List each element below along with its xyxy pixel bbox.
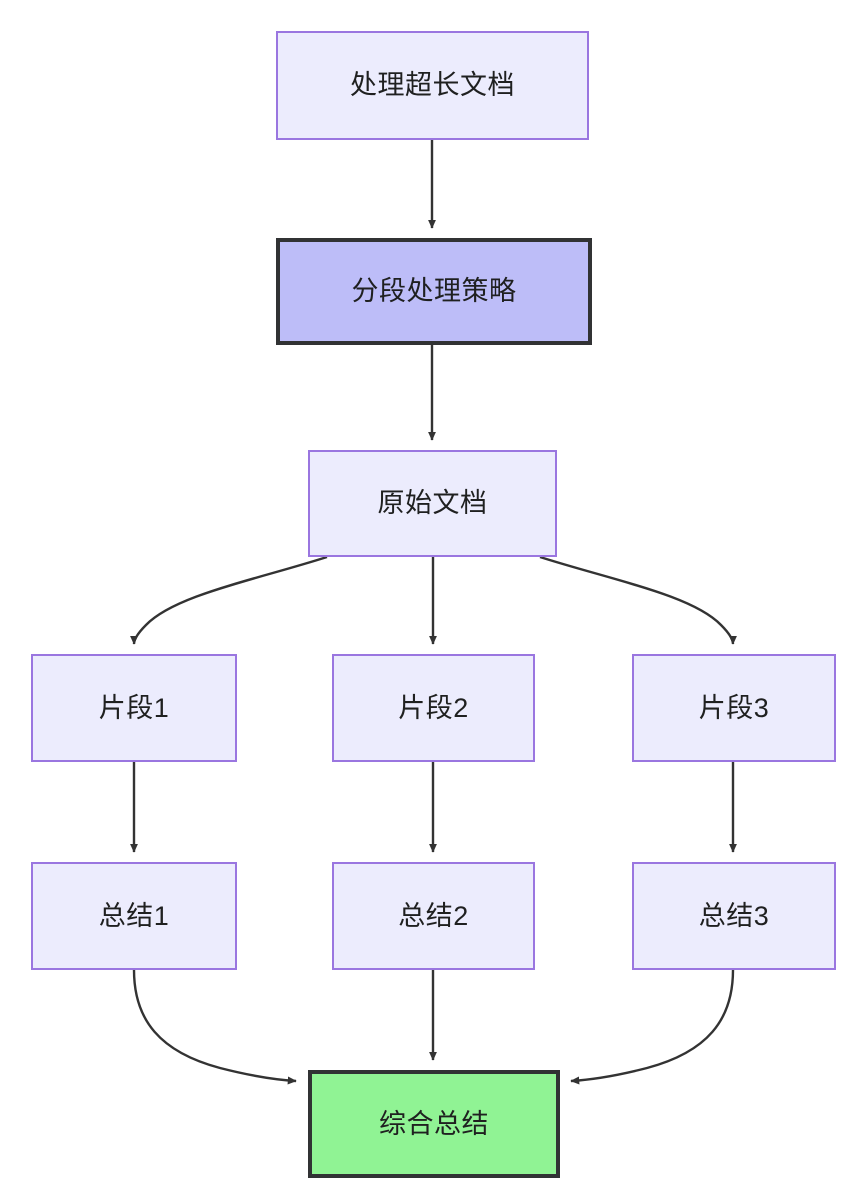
flowchart-node-fragment-3[interactable]: 片段3 bbox=[632, 654, 836, 762]
flowchart-node-summary-1[interactable]: 总结1 bbox=[31, 862, 237, 970]
node-label-strategy: 分段处理策略 bbox=[351, 276, 517, 307]
node-label-doc-long: 处理超长文档 bbox=[350, 70, 515, 101]
node-label-summary-3: 总结3 bbox=[698, 900, 770, 931]
edge-summary-3-to-final-summary bbox=[570, 969, 735, 1085]
flowchart-node-strategy[interactable]: 分段处理策略 bbox=[276, 238, 592, 345]
edge-summary-1-to-final-summary bbox=[132, 969, 297, 1085]
flowchart-node-fragment-2[interactable]: 片段2 bbox=[332, 654, 535, 762]
node-label-fragment-2: 片段2 bbox=[398, 692, 469, 723]
flowchart-node-final-summary[interactable]: 综合总结 bbox=[308, 1070, 560, 1178]
node-label-summary-1: 总结1 bbox=[98, 900, 170, 931]
node-label-summary-2: 总结2 bbox=[398, 900, 469, 931]
flowchart-node-doc-long[interactable]: 处理超长文档 bbox=[276, 31, 589, 140]
node-label-fragment-3: 片段3 bbox=[698, 692, 770, 723]
flowchart-node-summary-2[interactable]: 总结2 bbox=[332, 862, 535, 970]
flowchart-node-source-doc[interactable]: 原始文档 bbox=[308, 450, 557, 557]
flowchart-node-summary-3[interactable]: 总结3 bbox=[632, 862, 836, 970]
flowchart-node-fragment-1[interactable]: 片段1 bbox=[31, 654, 237, 762]
node-label-final-summary: 综合总结 bbox=[379, 1108, 489, 1139]
node-label-fragment-1: 片段1 bbox=[98, 692, 170, 723]
edge-source-doc-to-fragment-1 bbox=[130, 555, 328, 645]
edge-source-doc-to-fragment-3 bbox=[539, 555, 737, 645]
node-label-source-doc: 原始文档 bbox=[377, 488, 488, 519]
